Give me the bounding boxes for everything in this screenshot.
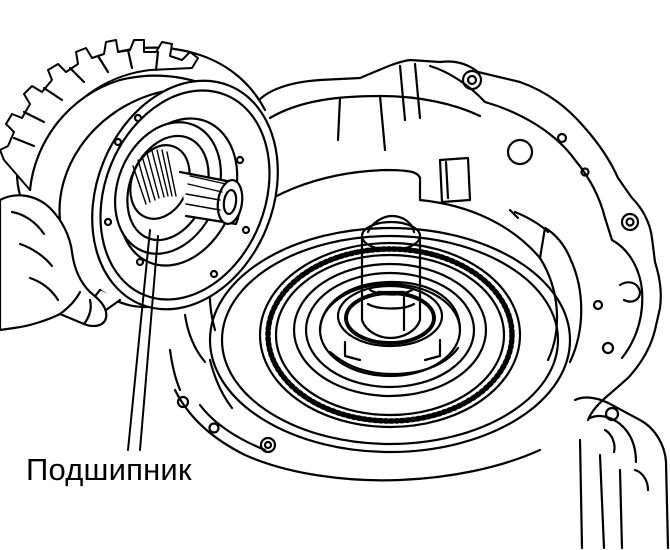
transmission-housing: [168, 58, 670, 550]
bearing-leader-lines: [127, 229, 159, 451]
bearing-label: Подшипник: [24, 452, 194, 488]
hand: [0, 194, 108, 332]
differential-gear-assembly: [0, 39, 279, 312]
